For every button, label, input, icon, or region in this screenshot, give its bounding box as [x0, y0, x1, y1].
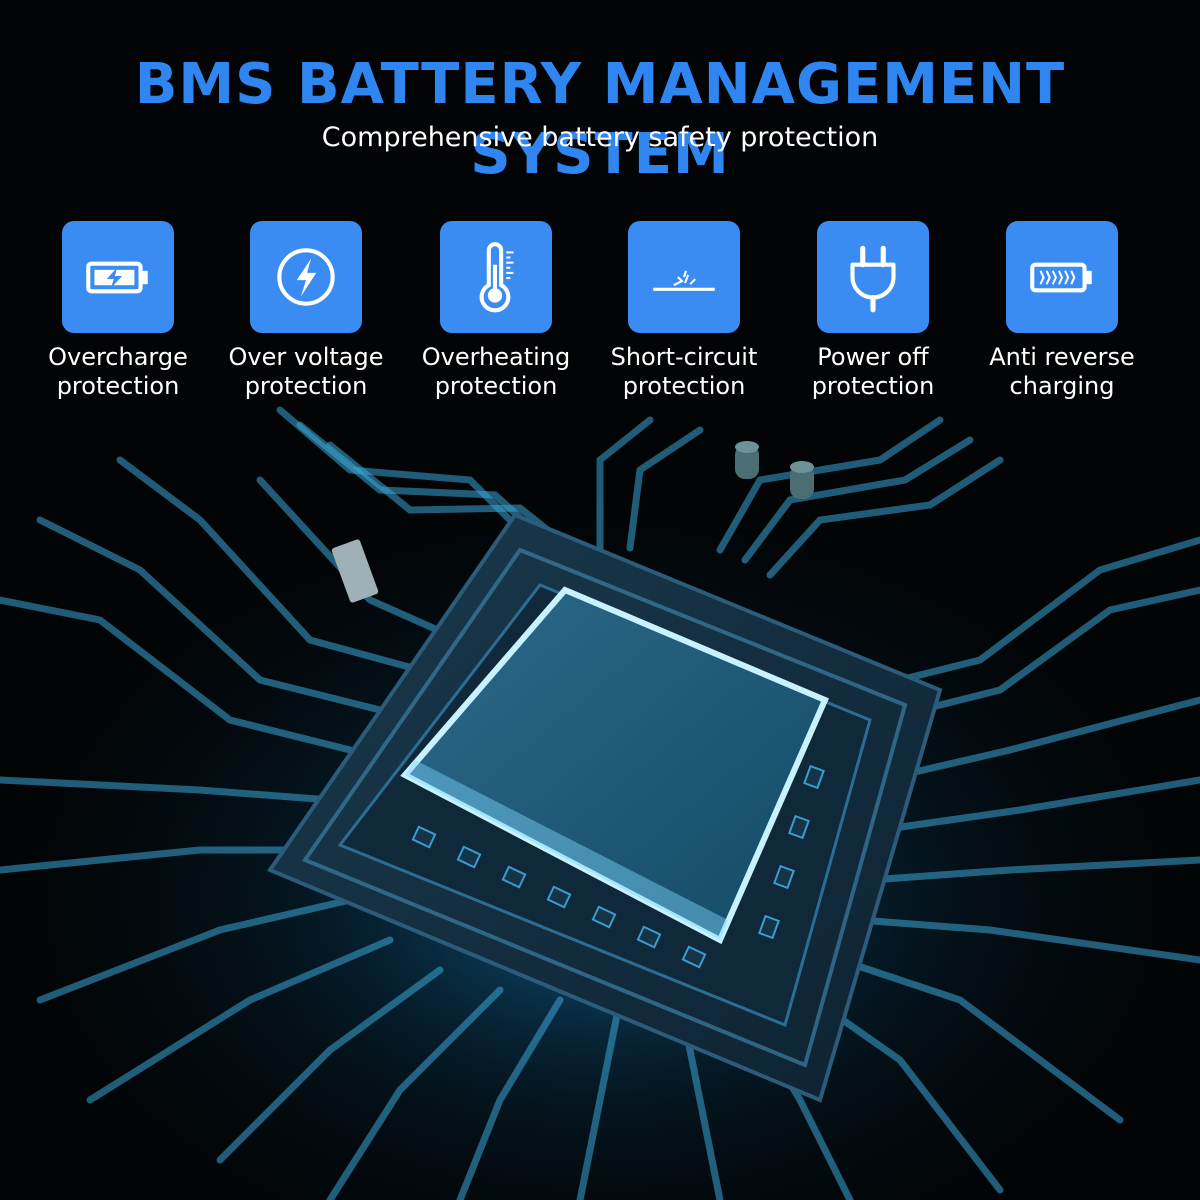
thermometer-icon — [479, 242, 514, 313]
page-title: BMS BATTERY MANAGEMENT SYSTEM — [134, 52, 1066, 187]
lightning-bolt-icon — [277, 248, 335, 306]
feature-tile — [62, 221, 174, 333]
battery-level-icon — [1030, 262, 1092, 293]
capacitors — [331, 441, 814, 603]
battery-charging-icon — [86, 261, 148, 294]
processor-chip — [266, 512, 943, 1103]
feature-tile — [440, 221, 552, 333]
circuit-board-illustration — [0, 400, 1200, 1200]
broken-circuit-icon — [653, 270, 715, 291]
feature-tile — [250, 221, 362, 333]
feature-tile — [1006, 221, 1118, 333]
feature-tile — [628, 221, 740, 333]
feature-tile — [817, 221, 929, 333]
page-subtitle: Comprehensive battery safety protection — [321, 122, 879, 153]
power-plug-icon — [850, 245, 896, 313]
